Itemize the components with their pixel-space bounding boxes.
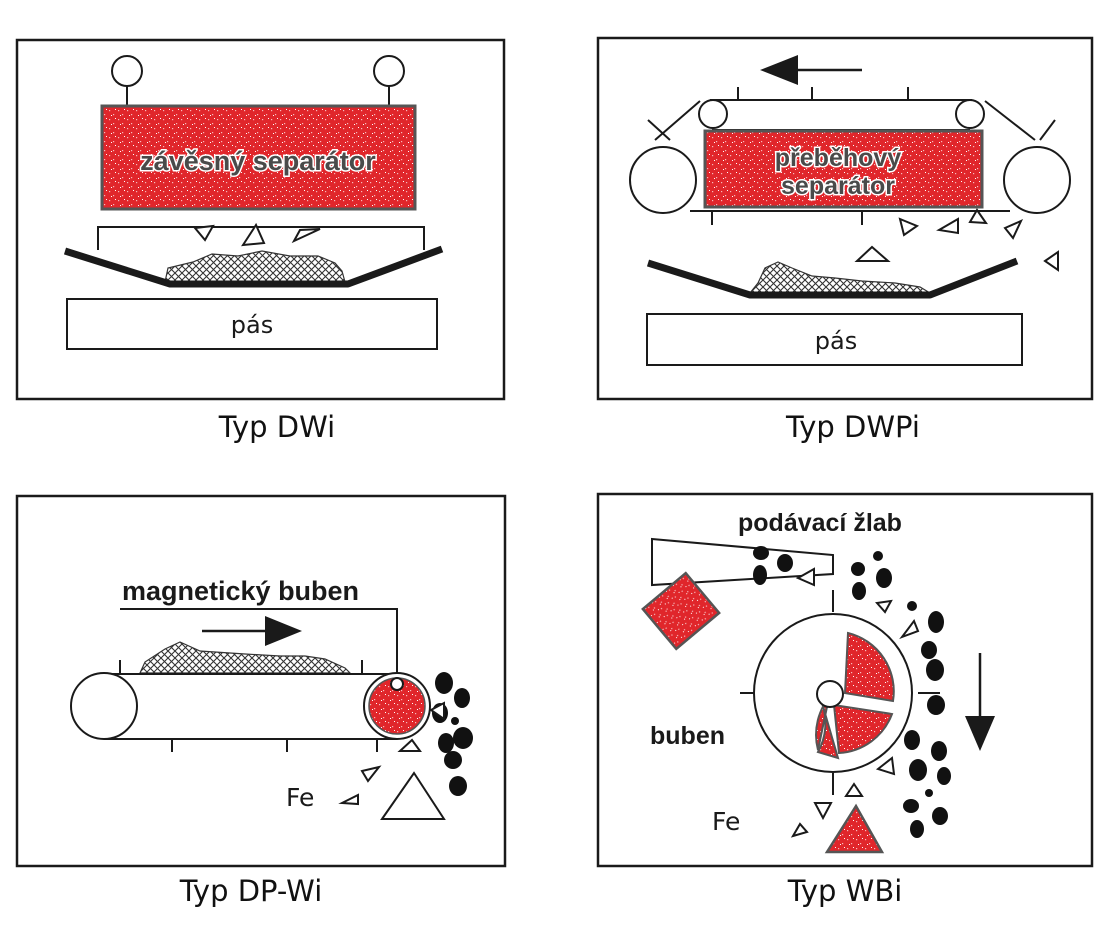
belt-label: pás bbox=[815, 327, 857, 355]
drum-label: buben bbox=[650, 722, 725, 750]
belt-roller-right bbox=[955, 99, 985, 129]
travel-direction-arrow bbox=[760, 55, 862, 85]
suspension-hanger-left bbox=[111, 55, 143, 106]
fe-label: Fe bbox=[286, 783, 314, 812]
ferrous-particles bbox=[193, 222, 321, 247]
fe-label: Fe bbox=[712, 807, 740, 836]
panel-caption: Typ DWi bbox=[218, 410, 335, 444]
panel-dwpi: přeběhový separátor pás Typ DWPi bbox=[596, 36, 1094, 444]
separator-frame-bracket bbox=[97, 226, 425, 250]
suspension-hanger-right bbox=[373, 55, 405, 106]
conveyor-belt-trough bbox=[63, 245, 444, 288]
belt-box bbox=[646, 313, 1023, 366]
overband-separator-label-line2: separátor bbox=[781, 172, 895, 200]
panel-dwi: závěsný separátor pás Typ DWi bbox=[15, 38, 506, 444]
bulk-material bbox=[164, 250, 346, 283]
drum-axle bbox=[816, 680, 844, 708]
belt-pulley-right bbox=[1003, 146, 1071, 214]
ferrous-pile bbox=[824, 803, 885, 854]
drum-magnet-sectors bbox=[815, 631, 895, 760]
suspended-separator-label: závěsný separátor bbox=[140, 146, 376, 176]
belt-label: pás bbox=[231, 311, 273, 339]
magnetic-drum-label: magnetický buben bbox=[122, 576, 359, 606]
conveyor-belt bbox=[104, 660, 397, 752]
belt-pulley bbox=[70, 672, 138, 740]
overband-separator-label-line1: přeběhový bbox=[775, 144, 902, 172]
ferrous-particles bbox=[854, 208, 1059, 272]
chute-magnet-block bbox=[641, 571, 721, 651]
conveyor-direction-arrow bbox=[202, 616, 302, 646]
panel-caption: Typ DP-Wi bbox=[179, 874, 323, 908]
fall-direction-arrow bbox=[965, 653, 995, 751]
suspended-separator-magnet bbox=[100, 104, 417, 211]
drum-axle bbox=[390, 677, 404, 691]
ferrous-particles bbox=[790, 567, 920, 838]
belt-box bbox=[66, 298, 438, 350]
belt-pulley-left bbox=[629, 146, 697, 214]
panel-caption: Typ DWPi bbox=[785, 410, 920, 444]
bulk-material bbox=[748, 261, 933, 294]
conveyor-belt-trough bbox=[646, 257, 1019, 299]
overband-separator-magnet bbox=[703, 129, 984, 209]
panel-wbi: podávací žlab buben bbox=[596, 492, 1094, 908]
bulk-material bbox=[139, 641, 352, 674]
panel-dpwi: magnetický buben bbox=[15, 494, 507, 908]
ferrous-particles bbox=[338, 701, 446, 820]
nonferrous-particles bbox=[753, 546, 951, 838]
drum-leader-line bbox=[120, 608, 398, 680]
feed-chute bbox=[651, 537, 834, 587]
feed-chute-label: podávací žlab bbox=[738, 509, 902, 537]
panel-caption: Typ WBi bbox=[787, 874, 903, 908]
belt-roller-left bbox=[698, 99, 728, 129]
